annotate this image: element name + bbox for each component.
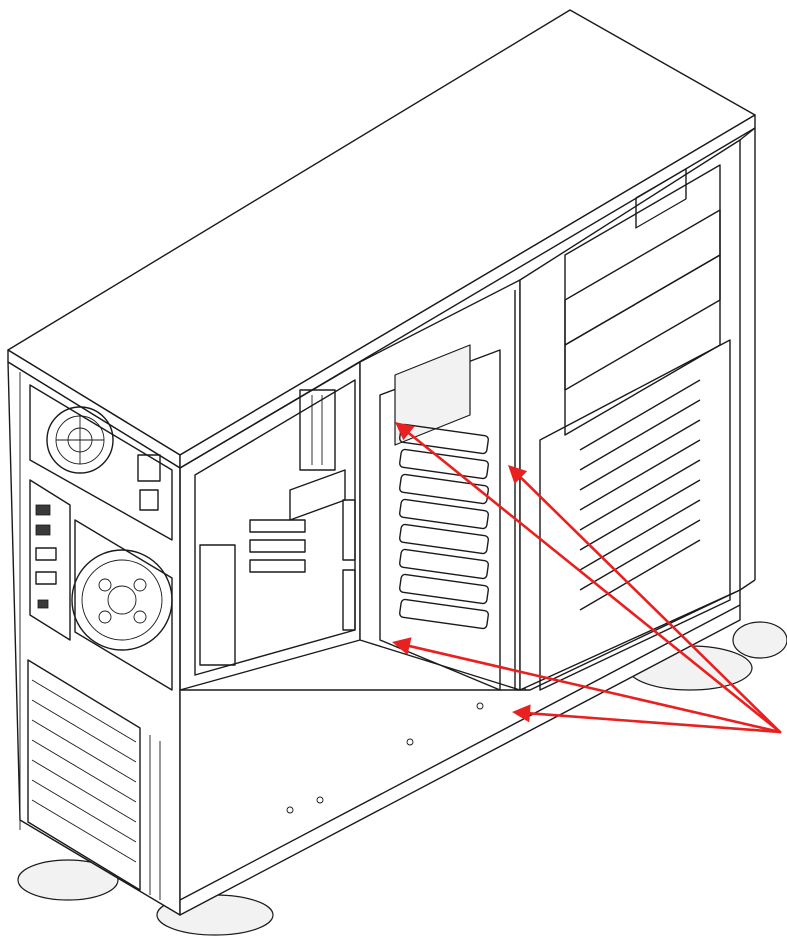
io-shield	[29, 479, 71, 641]
chassis-floor	[179, 589, 741, 916]
power-supply-rear	[29, 384, 173, 541]
pointer-arrow-line	[408, 644, 782, 734]
front-drive-bays	[519, 127, 756, 691]
pointer-arrow-line	[519, 476, 782, 734]
expansion-slot-covers	[27, 659, 161, 900]
psu-fan-icon	[46, 406, 114, 474]
pointer-arrow-line	[528, 712, 782, 734]
rear-fan-icon	[71, 549, 173, 651]
pointer-arrow-line	[407, 431, 782, 734]
pointer-arrowhead	[508, 465, 528, 485]
pointer-arrowhead	[392, 637, 412, 655]
motherboard-tray	[179, 361, 361, 691]
power-inlet-icon	[137, 454, 161, 482]
rear-exhaust-fan	[71, 519, 173, 691]
top-cover	[7, 9, 756, 469]
annotation-arrows	[392, 422, 782, 734]
fan-blades	[398, 423, 490, 630]
hdd-bay-slots	[579, 379, 701, 611]
pointer-arrowhead	[512, 704, 531, 723]
fan-cage	[359, 279, 526, 691]
pointer-arrowhead	[395, 422, 415, 441]
